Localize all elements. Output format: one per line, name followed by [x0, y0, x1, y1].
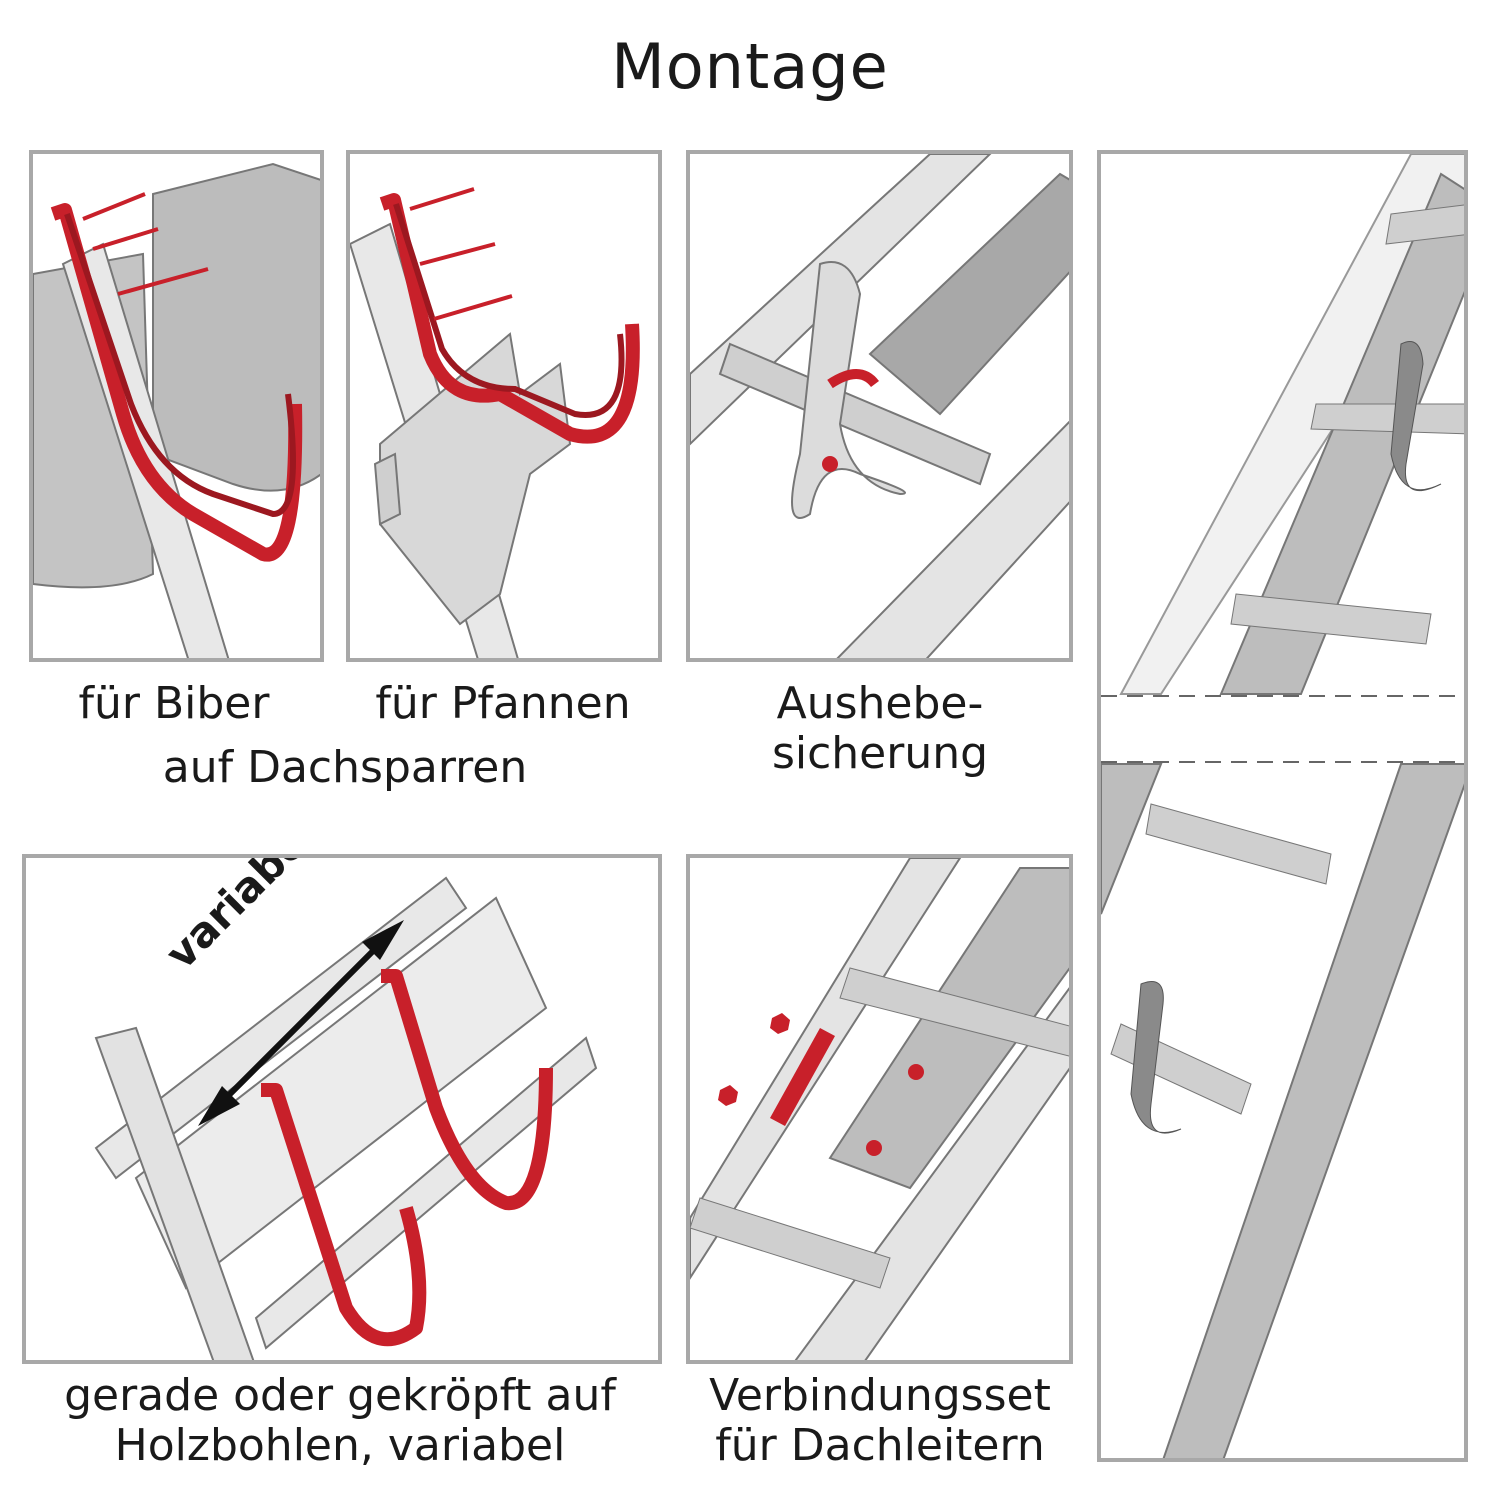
caption-aushebe-line2: sicherung: [771, 728, 989, 779]
caption-pfannen: für Pfannen: [375, 678, 631, 729]
caption-aushebe-line1: Aushebe-: [776, 678, 984, 729]
biber-illustration: [33, 154, 320, 658]
pfannen-illustration: [350, 154, 658, 658]
caption-biber: für Biber: [78, 678, 270, 729]
caption-holzbohlen-line1: gerade oder gekröpft auf: [64, 1370, 616, 1421]
caption-dachsparren: auf Dachsparren: [162, 742, 528, 793]
panel-verbindungsset: [686, 854, 1073, 1364]
page-title: Montage: [611, 30, 889, 103]
verbindungsset-illustration: [690, 858, 1069, 1360]
caption-holzbohlen-line2: Holzbohlen, variabel: [114, 1420, 566, 1471]
caption-verbindung-line1: Verbindungsset: [709, 1370, 1051, 1421]
panel-aushebesicherung: [686, 150, 1073, 662]
dachleiter-illustration: [1101, 154, 1464, 1458]
holzbohlen-illustration: [26, 858, 658, 1360]
panel-dachleiter: [1097, 150, 1468, 1462]
panel-holzbohlen: variabel: [22, 854, 662, 1364]
caption-verbindung-line2: für Dachleitern: [715, 1420, 1045, 1471]
panel-biber: [29, 150, 324, 662]
aushebesicherung-illustration: [690, 154, 1069, 658]
panel-pfannen: [346, 150, 662, 662]
